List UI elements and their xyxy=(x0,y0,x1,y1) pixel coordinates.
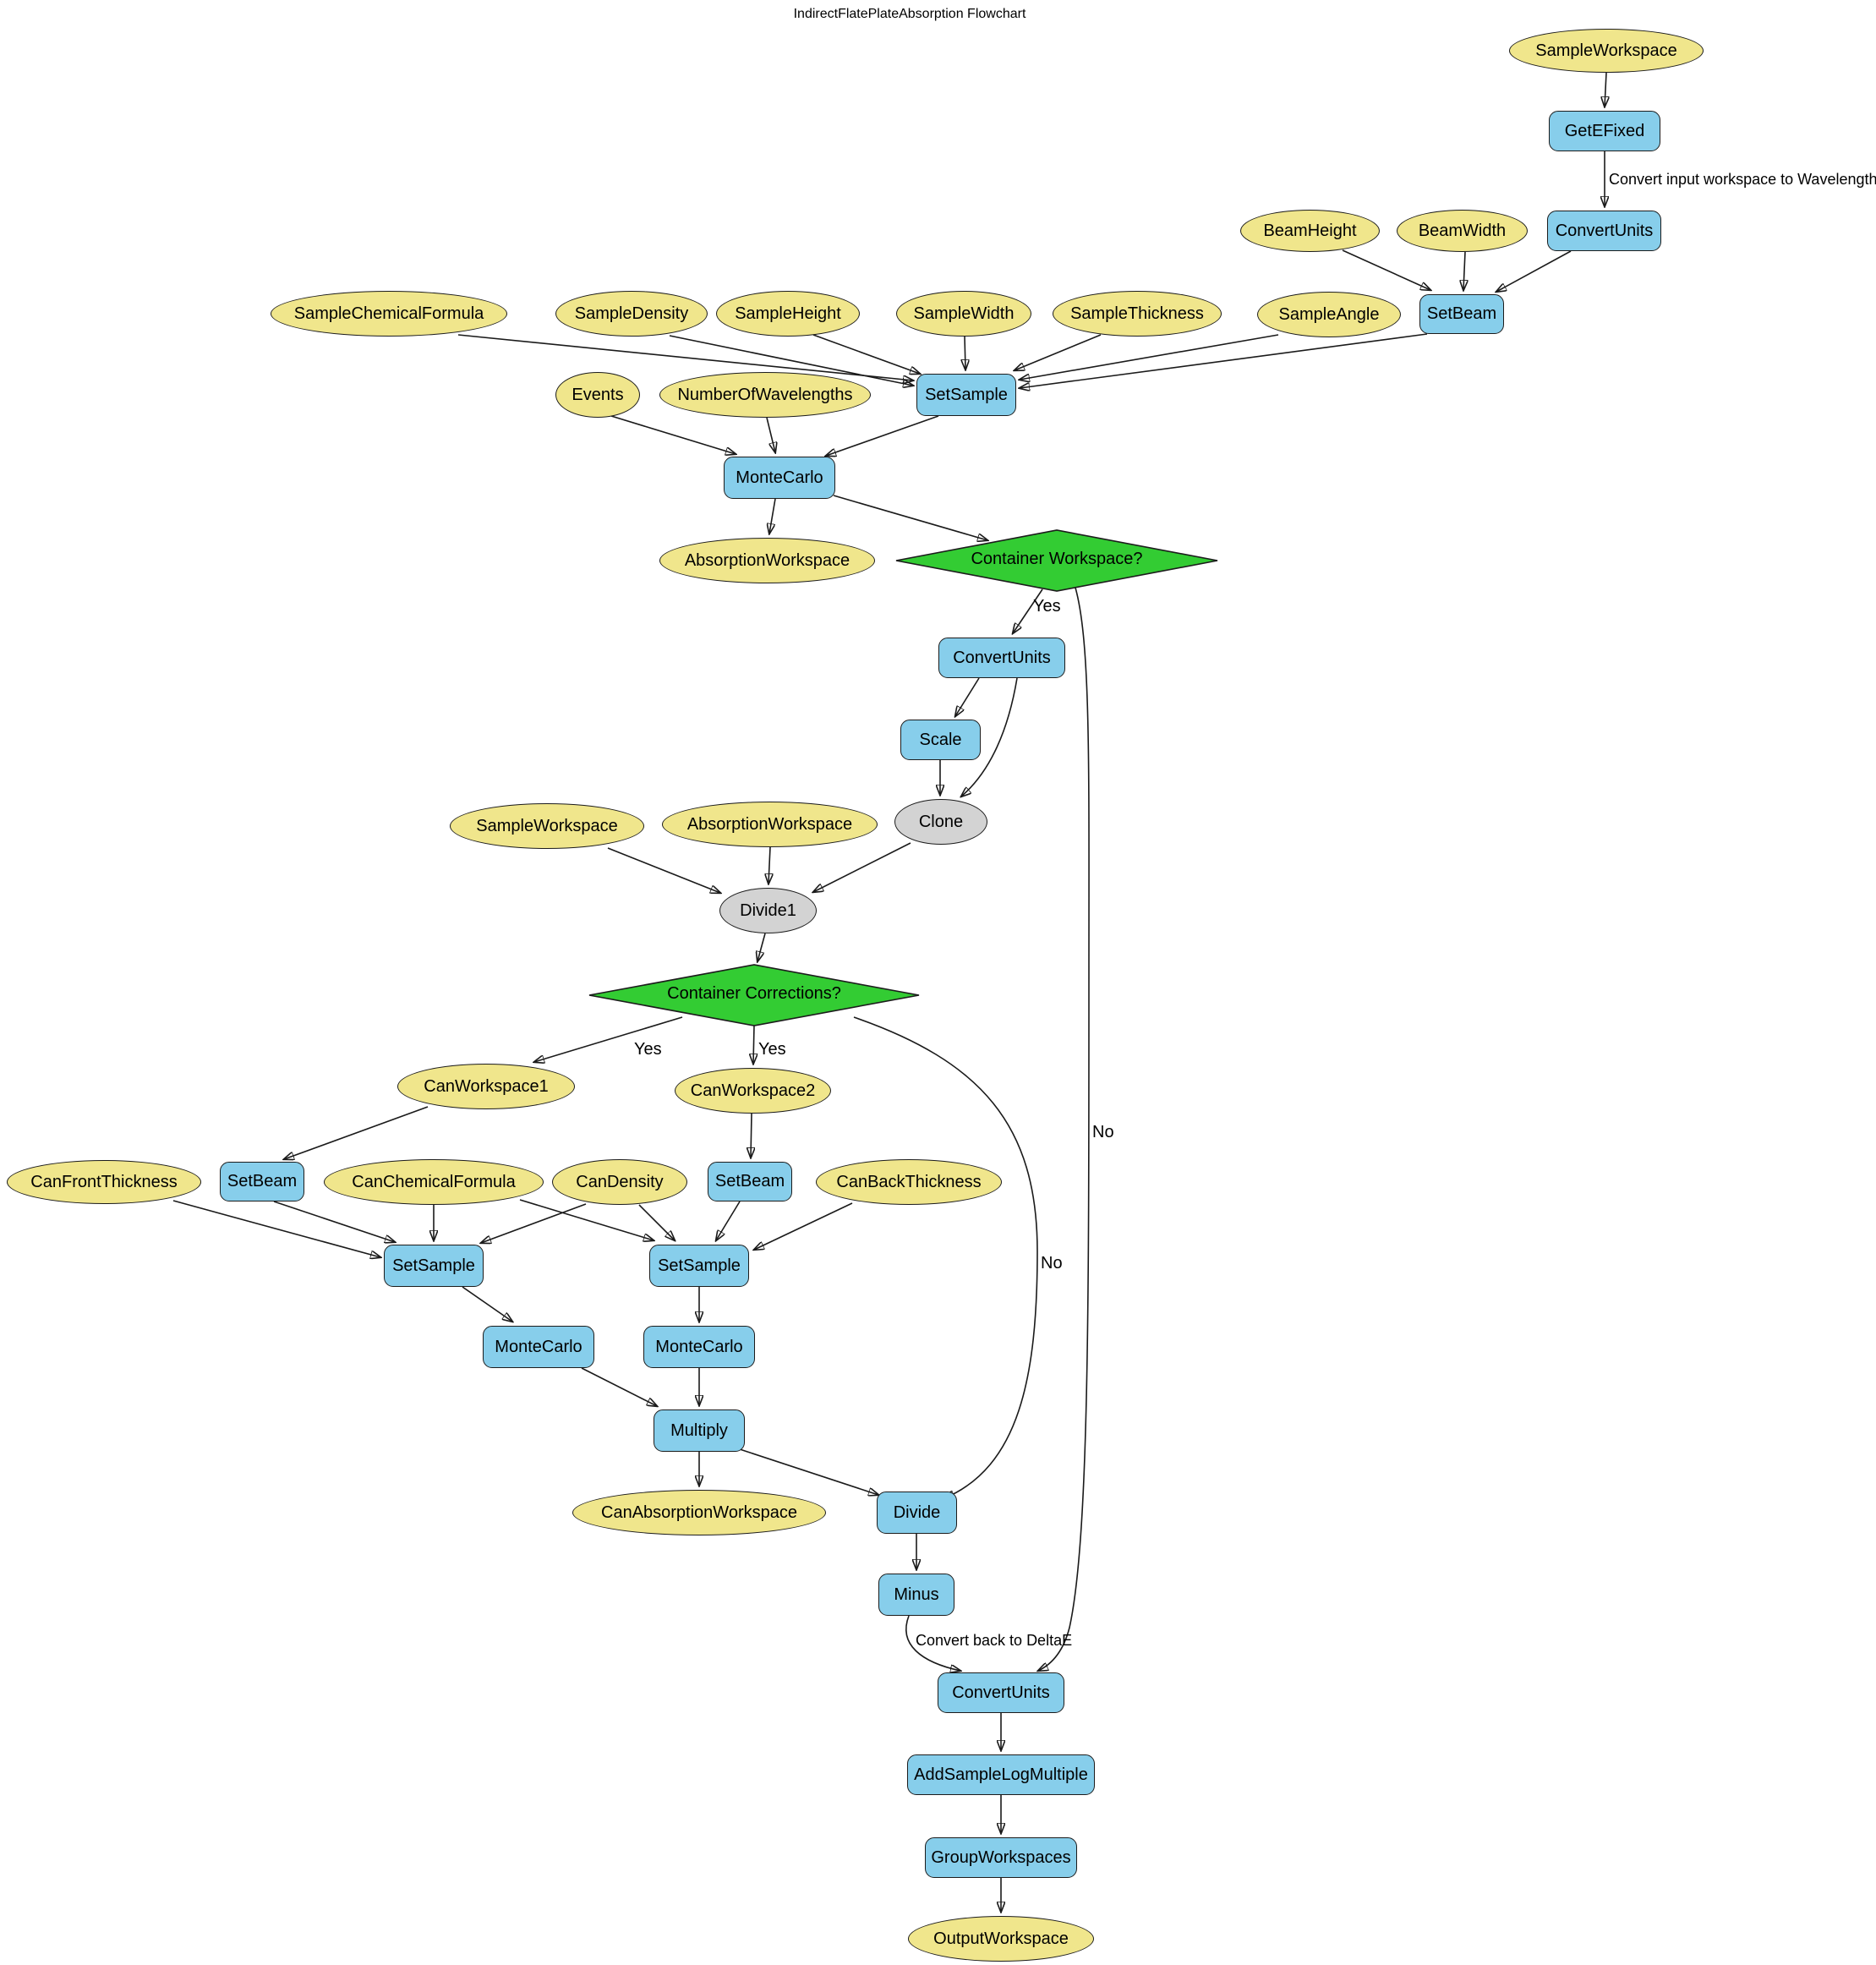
decision-container-workspace: Container Workspace? xyxy=(971,550,1143,568)
edge-label-yes-canworkspace1: Yes xyxy=(634,1040,662,1059)
edge-containercorrections-yes-canworkspace1 xyxy=(534,1016,683,1062)
edge-label-to-deltae: Convert back to DeltaE xyxy=(916,1632,1073,1649)
node-setsample-can1: SetSample xyxy=(384,1245,484,1287)
node-canfrontthickness: CanFrontThickness xyxy=(7,1160,201,1204)
node-divide: Divide xyxy=(877,1492,957,1534)
edge-sampleheight-setsample xyxy=(812,334,920,374)
node-candensity: CanDensity xyxy=(552,1159,687,1205)
edge-montecarlo-containerworkspace xyxy=(833,495,987,540)
node-beamwidth: BeamWidth xyxy=(1397,210,1528,252)
edge-absorptionworkspace2-divide1 xyxy=(768,846,770,884)
decision-container-corrections: Container Corrections? xyxy=(667,984,841,1003)
node-setbeam-can2: SetBeam xyxy=(708,1162,792,1201)
edge-canchemicalformula-setsampleright xyxy=(519,1199,654,1240)
node-clone: Clone xyxy=(894,799,987,845)
node-setsample-sample: SetSample xyxy=(916,374,1016,416)
edge-setbeamright-setsample xyxy=(716,1201,741,1240)
edge-setsampleleft-montecarlo xyxy=(462,1286,512,1322)
node-sampleworkspace-input: SampleWorkspace xyxy=(1509,29,1704,73)
edge-label-yes-canworkspace2: Yes xyxy=(758,1040,786,1059)
node-outputworkspace: OutputWorkspace xyxy=(908,1916,1094,1962)
edge-label-to-wavelength: Convert input workspace to Wavelength xyxy=(1609,171,1876,188)
edge-canbackthickness-setsample xyxy=(754,1202,853,1250)
edge-convertunits-scale xyxy=(955,677,980,716)
node-scale: Scale xyxy=(900,720,981,760)
node-multiply: Multiply xyxy=(654,1409,745,1452)
edge-divide1-containercorrections xyxy=(758,933,766,961)
edge-canworkspace1-setbeam xyxy=(284,1106,429,1159)
edge-multiply-divide xyxy=(739,1448,878,1495)
node-canbackthickness: CanBackThickness xyxy=(816,1159,1002,1205)
edge-containerworkspace-yes-convertunits xyxy=(1013,588,1043,633)
node-numberofwavelengths: NumberOfWavelengths xyxy=(659,372,871,418)
node-sampleheight: SampleHeight xyxy=(716,291,860,337)
node-minus: Minus xyxy=(878,1574,954,1616)
edge-sampleworkspace-getefixed xyxy=(1605,72,1606,107)
node-convertunits-container: ConvertUnits xyxy=(938,638,1065,678)
container-corrections-decision-shape xyxy=(588,964,920,1026)
node-absorptionworkspace-2: AbsorptionWorkspace xyxy=(662,802,878,847)
edge-canworkspace2-setbeam xyxy=(751,1113,752,1158)
edge-label-yes-container-workspace: Yes xyxy=(1033,597,1061,616)
node-setbeam-can1: SetBeam xyxy=(220,1162,304,1201)
edge-setbeam-setsample xyxy=(1020,333,1428,388)
edge-containerworkspace-no-convertunits xyxy=(1038,587,1090,1671)
node-divide1: Divide1 xyxy=(719,888,817,933)
edge-beamwidth-setbeam xyxy=(1463,251,1465,290)
node-groupworkspaces: GroupWorkspaces xyxy=(925,1837,1077,1878)
node-beamheight: BeamHeight xyxy=(1240,210,1380,252)
node-setsample-can2: SetSample xyxy=(649,1245,749,1287)
edge-convertunits-setbeam xyxy=(1496,250,1572,292)
node-sampleangle: SampleAngle xyxy=(1257,292,1401,337)
node-sampledensity: SampleDensity xyxy=(555,291,708,337)
node-convertunits-wavelength: ConvertUnits xyxy=(1547,211,1661,251)
edge-setbeamleft-setsample xyxy=(273,1201,395,1242)
edge-montecarloleft-multiply xyxy=(581,1367,657,1406)
edge-sampledensity-setsample xyxy=(669,335,913,386)
diagram-title: IndirectFlatePlateAbsorption Flowchart xyxy=(793,7,1026,21)
node-samplethickness: SampleThickness xyxy=(1053,291,1222,337)
node-montecarlo-can2: MonteCarlo xyxy=(643,1326,755,1368)
node-absorptionworkspace-output: AbsorptionWorkspace xyxy=(659,538,875,583)
edge-sampleworkspace2-divide1 xyxy=(607,847,720,893)
node-canworkspace1: CanWorkspace1 xyxy=(397,1064,575,1109)
edge-containercorrections-no-divide xyxy=(853,1016,1038,1498)
node-samplechemicalformula: SampleChemicalFormula xyxy=(271,291,507,337)
edge-candensity-setsampleleft xyxy=(481,1203,587,1243)
edge-samplethickness-setsample xyxy=(1015,334,1102,370)
node-sampleworkspace-2: SampleWorkspace xyxy=(450,803,644,849)
edge-clone-divide1 xyxy=(813,842,911,892)
edge-minus-convertunits xyxy=(905,1615,960,1671)
edge-convertunits-clone xyxy=(961,677,1018,796)
edge-label-no-container-workspace: No xyxy=(1092,1123,1114,1141)
node-events: Events xyxy=(555,372,640,418)
node-montecarlo-sample: MonteCarlo xyxy=(724,457,835,499)
edge-candensity-setsampleright xyxy=(638,1204,675,1240)
node-convertunits-deltae: ConvertUnits xyxy=(938,1672,1064,1713)
node-addsamplelogmultiple: AddSampleLogMultiple xyxy=(907,1754,1095,1795)
edge-numberofwavelengths-montecarlo xyxy=(766,417,775,452)
edge-samplechemicalformula-setsample xyxy=(457,334,913,380)
edge-beamheight-setbeam xyxy=(1342,249,1430,290)
edge-setsample-montecarlo xyxy=(826,415,939,456)
edge-canfrontthickness-setsample xyxy=(172,1200,380,1257)
edge-sampleangle-setsample xyxy=(1020,334,1279,380)
node-canchemicalformula: CanChemicalFormula xyxy=(324,1159,544,1205)
node-canabsorptionworkspace: CanAbsorptionWorkspace xyxy=(572,1490,826,1535)
node-montecarlo-can1: MonteCarlo xyxy=(483,1326,594,1368)
container-workspace-decision-shape xyxy=(895,529,1218,592)
edge-containercorrections-yes-canworkspace2 xyxy=(753,1025,754,1064)
node-setbeam-sample: SetBeam xyxy=(1419,294,1504,334)
edge-montecarlo-absorptionworkspace xyxy=(769,498,776,534)
edge-label-no-container-corrections: No xyxy=(1041,1254,1063,1273)
node-getefixed: GetEFixed xyxy=(1549,111,1660,151)
edge-events-montecarlo xyxy=(610,415,736,454)
node-samplewidth: SampleWidth xyxy=(896,291,1031,337)
node-canworkspace2: CanWorkspace2 xyxy=(675,1068,831,1114)
